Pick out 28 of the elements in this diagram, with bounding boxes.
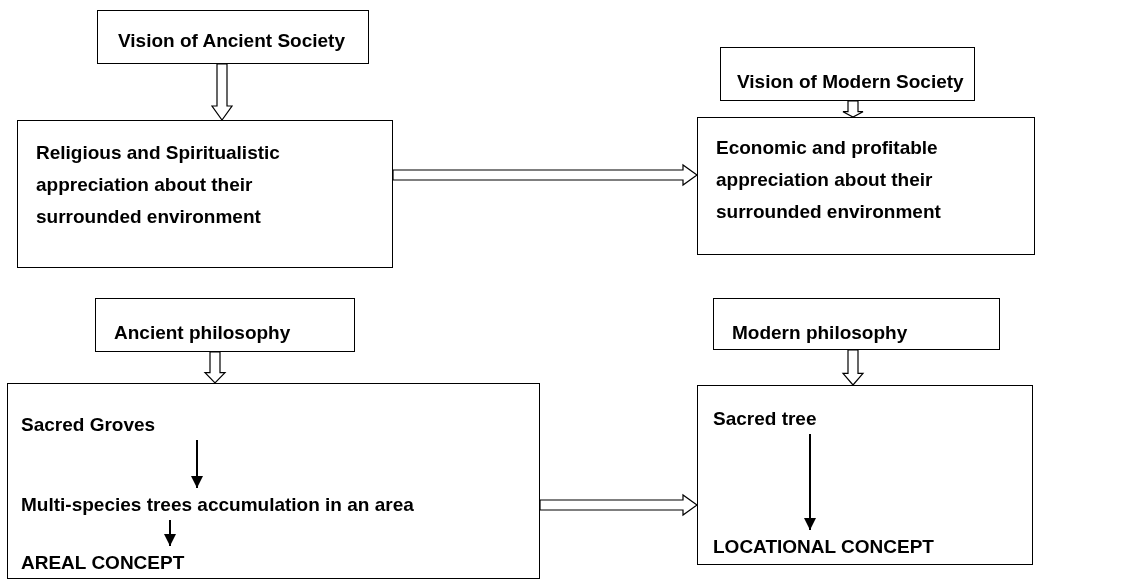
node-text: Vision of Ancient Society xyxy=(118,29,346,53)
container-box xyxy=(7,383,540,579)
process-box xyxy=(720,47,975,101)
process-box xyxy=(697,117,1035,255)
process-box xyxy=(97,10,369,64)
process-box xyxy=(95,298,355,352)
node-text: LOCATIONAL CONCEPT xyxy=(713,535,935,559)
node-text: Economic and profitable appreciation about their surrounded environment xyxy=(716,136,942,224)
arrow xyxy=(164,519,176,547)
arrow xyxy=(804,433,816,531)
node-text: Ancient philosophy xyxy=(114,321,292,345)
process-box xyxy=(17,120,393,268)
node-text: AREAL CONCEPT xyxy=(21,551,186,575)
node-text: Multi-species trees accumulation in an area xyxy=(21,493,415,517)
block-arrow xyxy=(539,493,699,517)
container-box xyxy=(697,385,1033,565)
block-arrow xyxy=(210,63,234,122)
block-arrow xyxy=(841,349,865,386)
node-text: Modern philosophy xyxy=(732,321,909,345)
block-arrow xyxy=(392,163,699,187)
arrow xyxy=(191,439,203,489)
block-arrow xyxy=(203,351,227,384)
node-text: Religious and Spiritualistic appreciation about their surrounded environment xyxy=(36,141,281,229)
node-text: Sacred Groves xyxy=(21,413,157,437)
node-text: Vision of Modern Society xyxy=(737,70,965,94)
process-box xyxy=(713,298,1000,350)
block-arrow xyxy=(842,100,864,118)
node-text: Sacred tree xyxy=(713,407,818,431)
